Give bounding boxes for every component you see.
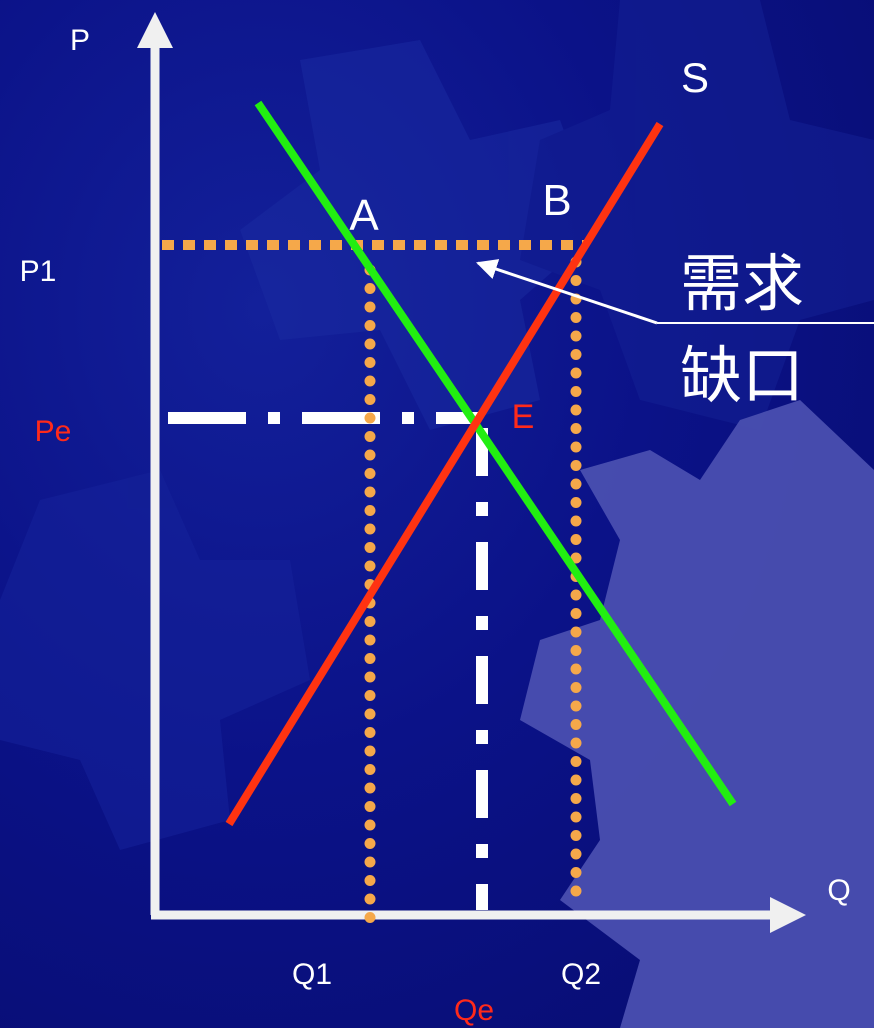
shortage-annotation-line2: 缺口 — [680, 342, 804, 411]
supply-curve-label: S — [681, 54, 709, 101]
point-a-label: A — [349, 191, 379, 240]
qe-label: Qe — [454, 994, 494, 1027]
shortage-annotation-line1: 需求 — [680, 250, 804, 319]
q1-label: Q1 — [292, 958, 332, 991]
p1-label: P1 — [20, 255, 57, 288]
foreground-gear — [520, 400, 874, 1028]
gear-icon — [520, 400, 874, 1028]
q2-label: Q2 — [561, 958, 601, 991]
y-axis-label: P — [70, 24, 90, 57]
x-axis-label: Q — [827, 874, 850, 907]
point-b-label: B — [542, 176, 571, 225]
point-e-label: E — [512, 398, 535, 436]
y-axis-arrowhead — [137, 12, 173, 48]
pe-label: Pe — [35, 415, 72, 448]
